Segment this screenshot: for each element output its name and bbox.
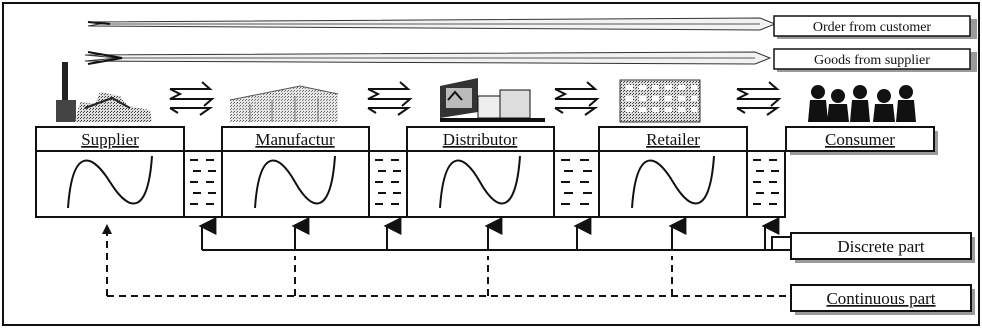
stage-label-supplier: Supplier [81, 130, 139, 149]
process-wave-icon [254, 155, 336, 209]
factory-chimney-icon [56, 62, 152, 122]
discrete-part-label: Discrete part [837, 237, 925, 256]
stage-manufactur: Manufactur [221, 126, 370, 218]
warehouse-truck-icon [440, 78, 545, 122]
buffer-4 [746, 150, 786, 218]
retail-building-icon [619, 79, 701, 123]
flow-symbol-4 [736, 81, 782, 116]
order-flow-arrow [87, 17, 777, 31]
stage-label-retailer: Retailer [646, 130, 700, 149]
discrete-connectors-interior [291, 217, 687, 250]
process-wave-icon [67, 155, 153, 209]
consumers-group-icon [808, 85, 916, 122]
buffers [183, 150, 786, 218]
buffer-3 [553, 150, 600, 218]
flow-symbol-1 [169, 81, 215, 116]
stage-label-manufactur: Manufactur [255, 130, 335, 149]
flow-symbol-3 [554, 81, 600, 116]
order-legend-label: Order from customer [813, 20, 932, 35]
buffer-2 [368, 150, 408, 218]
discrete-part-box: Discrete part [790, 232, 975, 263]
order-legend-box: Order from customer [773, 15, 977, 39]
stage-supplier: Supplier [35, 126, 185, 218]
goods-legend-box: Goods from supplier [773, 48, 977, 72]
manufacturing-plant-icon [229, 85, 339, 122]
buffer-1 [183, 150, 223, 218]
discrete-connectors [198, 217, 792, 251]
stage-label-distributor: Distributor [443, 130, 518, 149]
continuous-connectors [106, 226, 790, 297]
goods-flow-arrow [84, 51, 772, 65]
flow-symbols [169, 81, 782, 116]
continuous-arrowhead-supplier [102, 224, 112, 234]
continuous-part-box: Continuous part [790, 284, 975, 315]
stage-consumer: Consumer [785, 126, 938, 155]
stage-retailer: Retailer [598, 126, 748, 218]
stage-label-consumer: Consumer [825, 130, 895, 149]
flow-symbol-2 [367, 81, 413, 116]
continuous-part-label: Continuous part [826, 289, 935, 308]
stage-distributor: Distributor [406, 126, 555, 218]
process-wave-icon [631, 155, 715, 209]
goods-legend-label: Goods from supplier [814, 53, 930, 68]
process-wave-icon [439, 155, 521, 209]
